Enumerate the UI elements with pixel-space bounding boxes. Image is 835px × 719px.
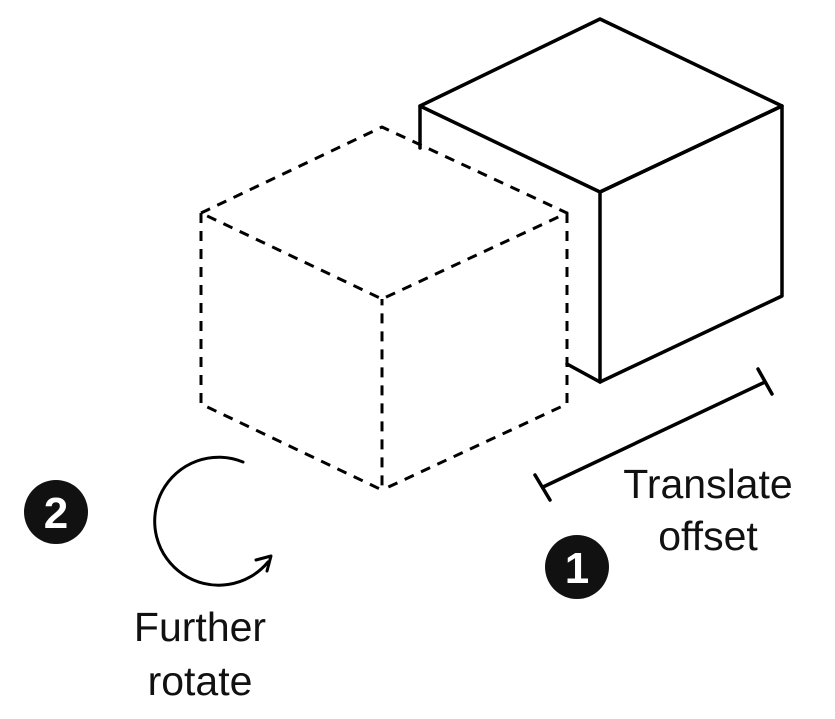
rotate-arrow [153, 455, 273, 587]
dashed-cube [199, 125, 569, 492]
translate-offset-indicator [533, 367, 774, 502]
rotate-arrowhead-icon [254, 554, 273, 573]
offset-line [541, 380, 767, 489]
step-1-badge-circle [545, 535, 609, 599]
offset-end-cap-right [756, 367, 774, 396]
step-2-badge: 2 [24, 480, 88, 544]
dashed-cube-left-face [199, 213, 384, 492]
dashed-cube-top-face [199, 125, 569, 301]
step-2-badge-number: 2 [44, 489, 68, 538]
step-1-badge: 1 [545, 535, 609, 599]
rotate-label-line1: Further [134, 604, 266, 650]
dashed-cube-right-face [381, 213, 569, 492]
solid-cube-top-face [418, 17, 784, 194]
rotate-arc [153, 455, 270, 587]
rotate-label-line2: rotate [148, 658, 253, 704]
offset-end-cap-left [533, 473, 552, 502]
translate-label-line2: offset [658, 513, 758, 559]
solid-cube [418, 17, 784, 384]
translate-label-line1: Translate [623, 461, 792, 507]
step-2-badge-circle [24, 480, 88, 544]
solid-cube-bottom-edge [565, 362, 602, 384]
step-1-badge-number: 1 [565, 544, 589, 593]
solid-cube-right-face [598, 104, 784, 384]
